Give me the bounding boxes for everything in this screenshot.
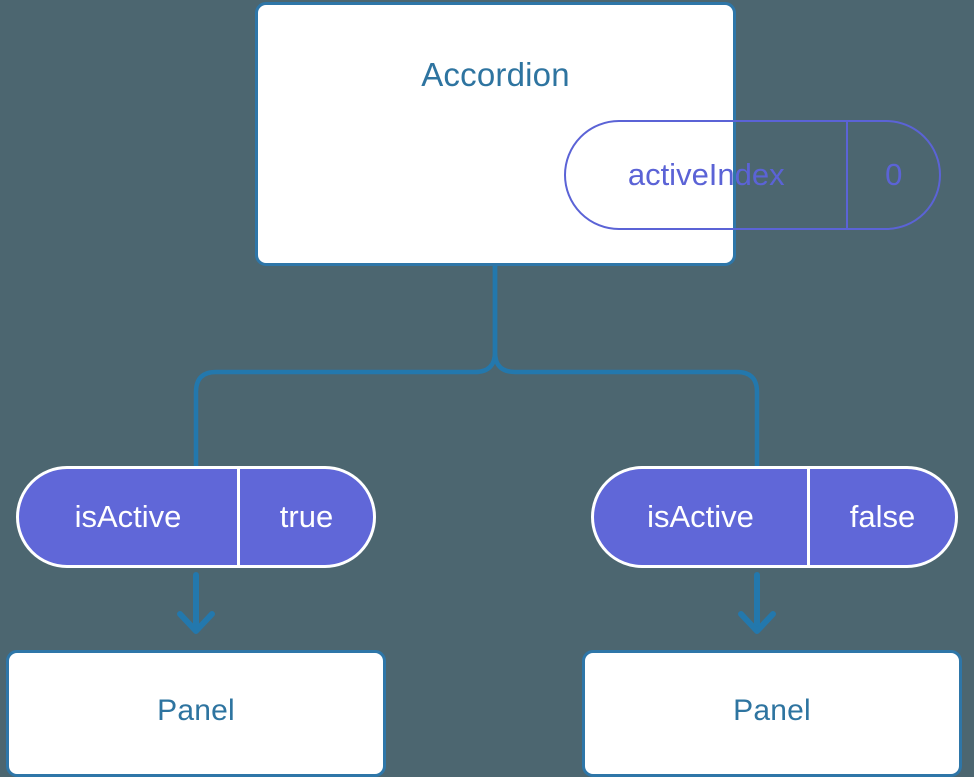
state-pill-key: activeIndex xyxy=(627,157,785,192)
arrow-head-right-icon xyxy=(738,611,776,634)
component-title-panel-right: Panel xyxy=(733,694,811,727)
state-pill-value: 0 xyxy=(846,122,939,228)
prop-pill-is-active-true[interactable]: isActive true xyxy=(16,466,376,568)
prop-pill-value: false xyxy=(807,469,955,565)
component-card-accordion[interactable]: Accordion activeIndex 0 xyxy=(255,2,941,266)
component-card-panel-left[interactable]: Panel xyxy=(6,650,386,777)
prop-pill-key: isActive xyxy=(647,499,754,534)
component-card-panel-right[interactable]: Panel xyxy=(582,650,962,777)
arrow-head-left-icon xyxy=(177,611,215,634)
prop-pill-value: true xyxy=(237,469,373,565)
connector-root-to-left-pill xyxy=(193,263,498,470)
prop-pill-key: isActive xyxy=(74,499,182,534)
prop-pill-is-active-false[interactable]: isActive false xyxy=(591,466,958,568)
component-title-panel-left: Panel xyxy=(157,694,235,727)
component-title-accordion: Accordion xyxy=(421,56,570,93)
state-pill-active-index[interactable]: activeIndex 0 xyxy=(564,120,941,230)
connector-root-to-right-pill xyxy=(492,263,760,470)
